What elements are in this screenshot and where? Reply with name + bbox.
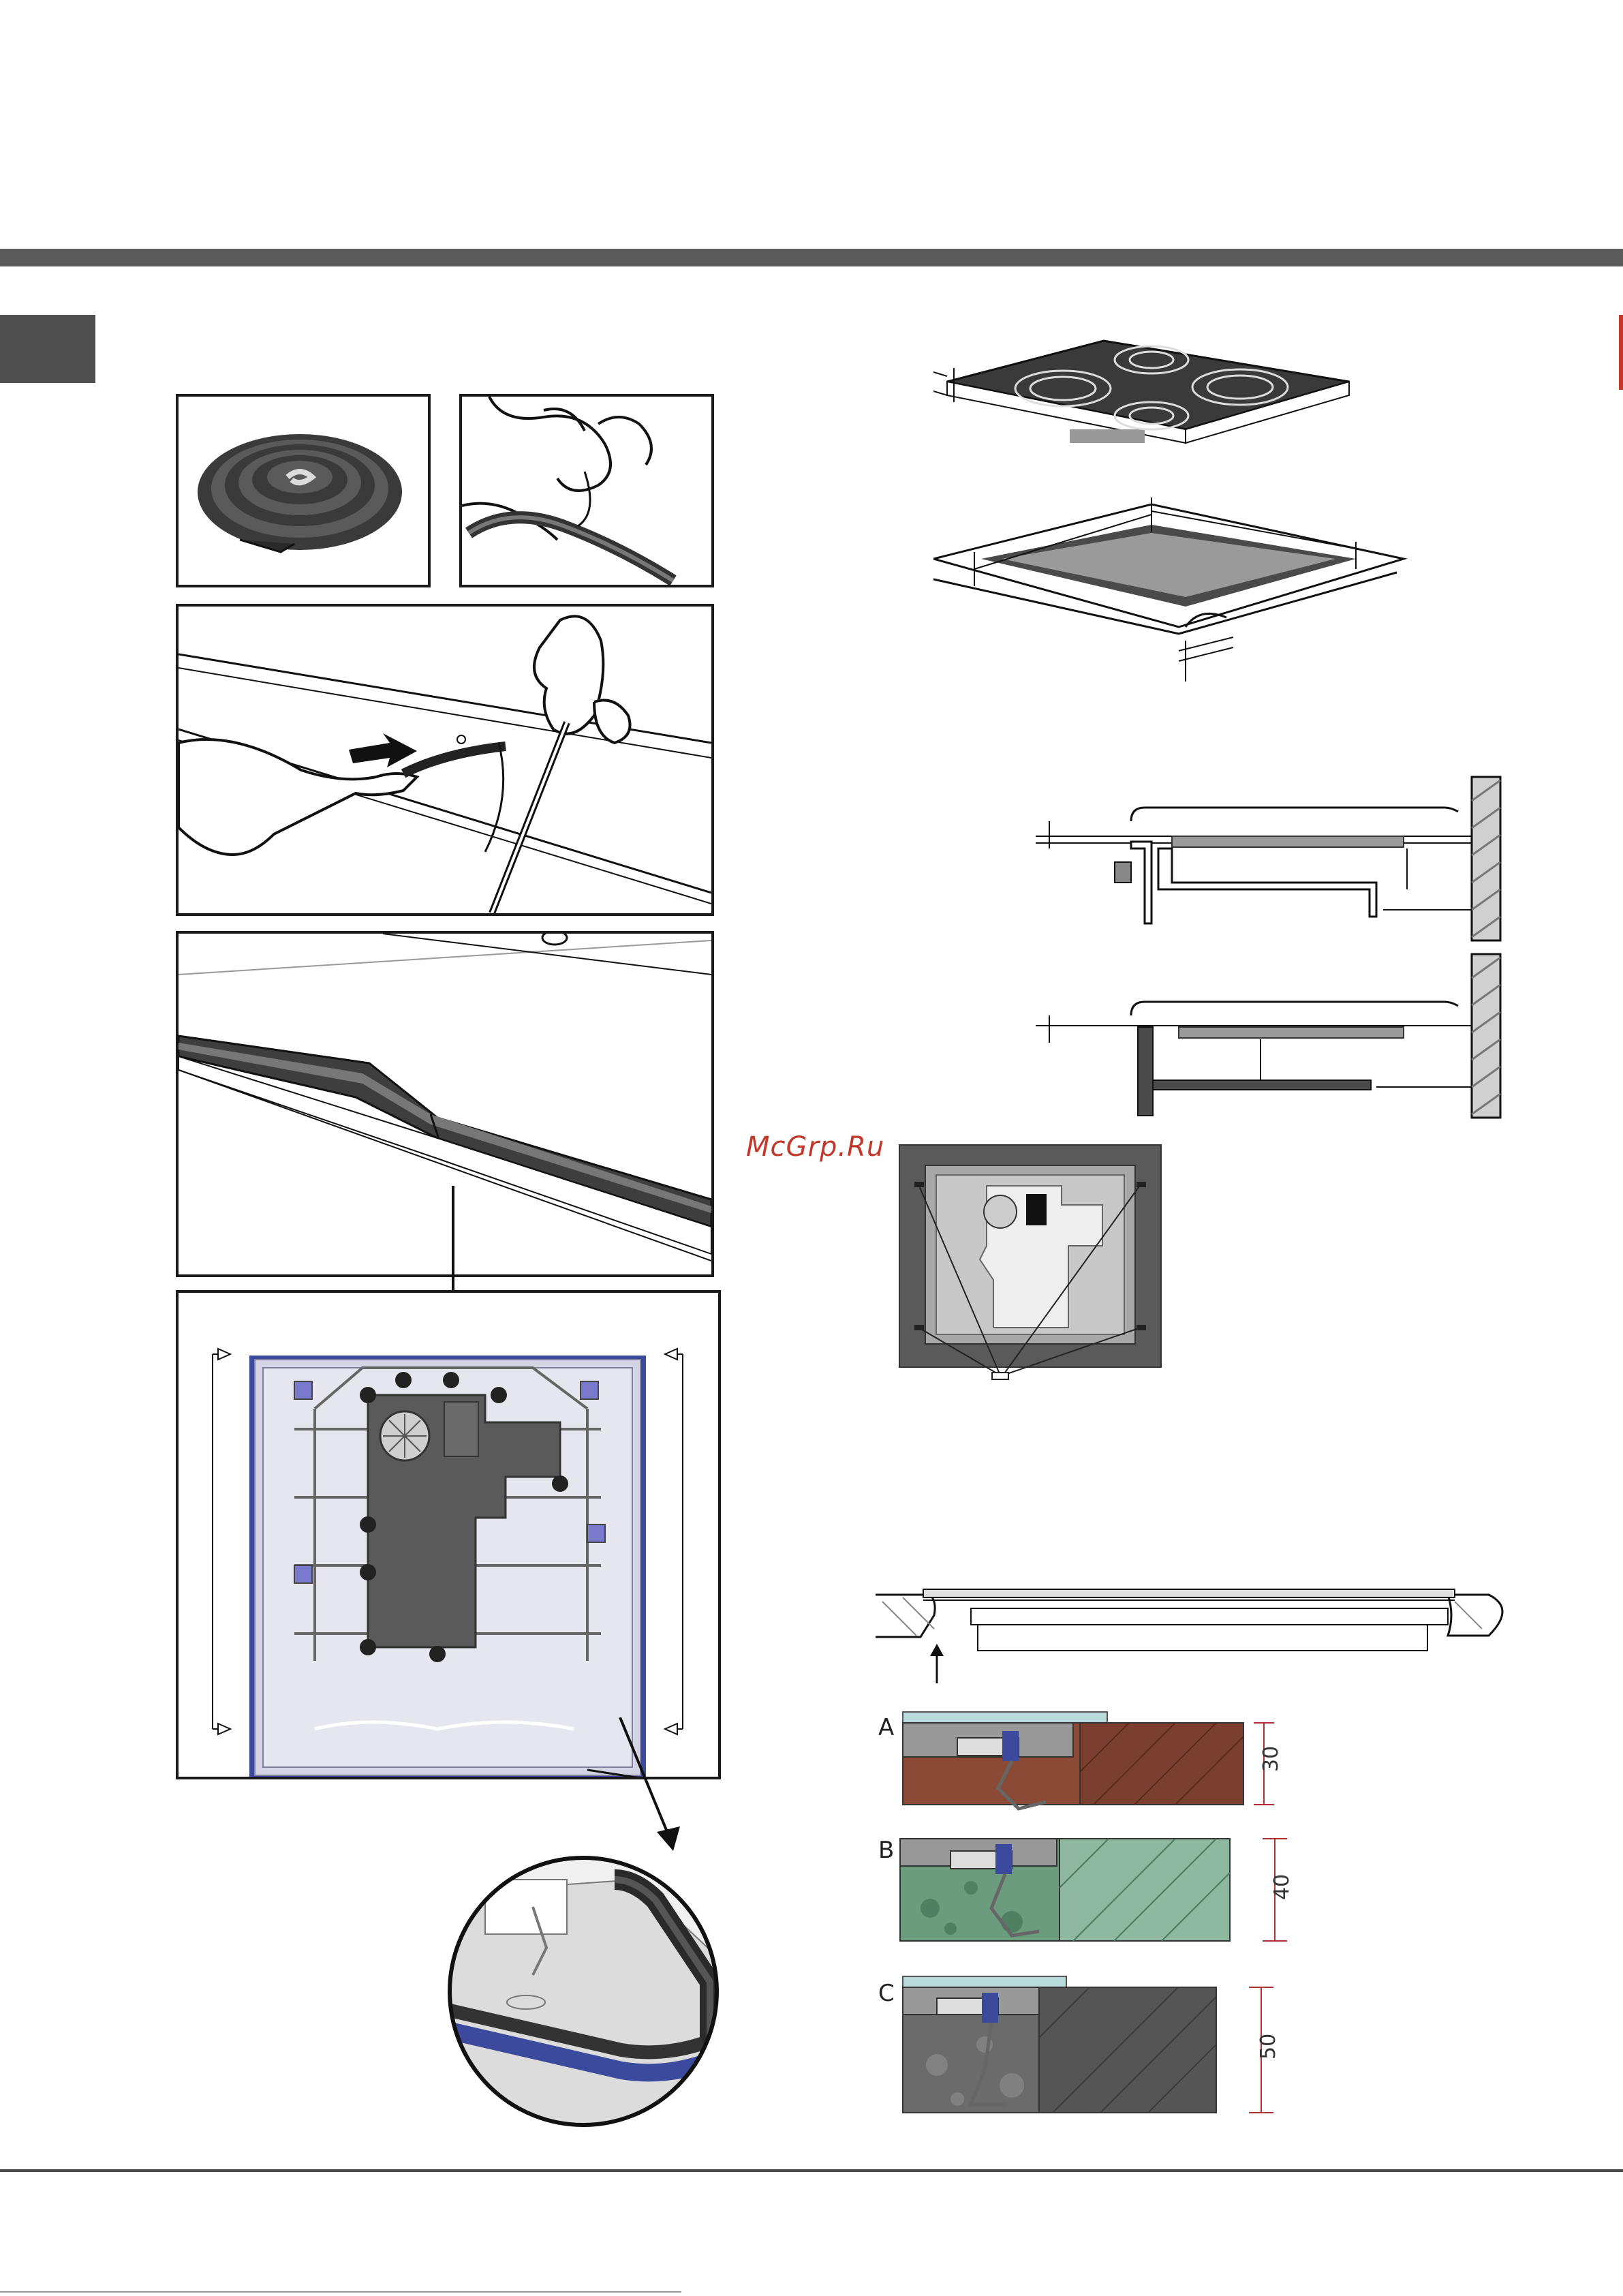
profile-letter-c: C xyxy=(878,1980,895,2007)
watermark: McGrp.Ru xyxy=(746,1131,884,1163)
push-arrow-icon xyxy=(349,733,417,767)
bottom-rule xyxy=(0,2169,1623,2172)
dimension-label-a: 30 xyxy=(1259,1746,1283,1772)
hob-underside-panel xyxy=(176,1290,721,1779)
edge-profile-c: C 50 xyxy=(876,1970,1298,2119)
hand-icon xyxy=(489,397,610,491)
fan-icon xyxy=(984,1195,1017,1228)
bottom-faint-rule xyxy=(0,2291,681,2293)
profile-letter-b: B xyxy=(878,1837,894,1864)
peel-strip-panel xyxy=(459,394,714,587)
side-section-oven xyxy=(1036,774,1506,944)
apply-gasket-illustration xyxy=(179,607,711,913)
profile-letter-a: A xyxy=(878,1714,894,1741)
worktop-profile xyxy=(876,1581,1509,1690)
gasket-roll-panel xyxy=(176,394,431,587)
apply-gasket-panel xyxy=(176,604,714,916)
dimension-label-b: 40 xyxy=(1270,1874,1294,1900)
gasket-roll-illustration xyxy=(179,397,428,585)
side-section-drawer xyxy=(1036,951,1506,1121)
top-rule xyxy=(0,249,1623,266)
peel-strip-illustration xyxy=(462,397,711,585)
language-tab xyxy=(0,315,95,383)
edge-profile-a: A 30 xyxy=(876,1704,1284,1813)
corner-detail-circle xyxy=(444,1852,722,2130)
hob-glass xyxy=(947,341,1349,429)
detail-arrow xyxy=(613,1717,695,1854)
edge-profile-b: B 40 xyxy=(876,1826,1298,1949)
bracket-positions-diagram xyxy=(898,1144,1164,1389)
hob-underside-illustration xyxy=(179,1293,718,1777)
dimension-label-c: 50 xyxy=(1256,2034,1280,2060)
hob-top-view xyxy=(933,327,1424,722)
edge-marker xyxy=(1619,315,1623,390)
